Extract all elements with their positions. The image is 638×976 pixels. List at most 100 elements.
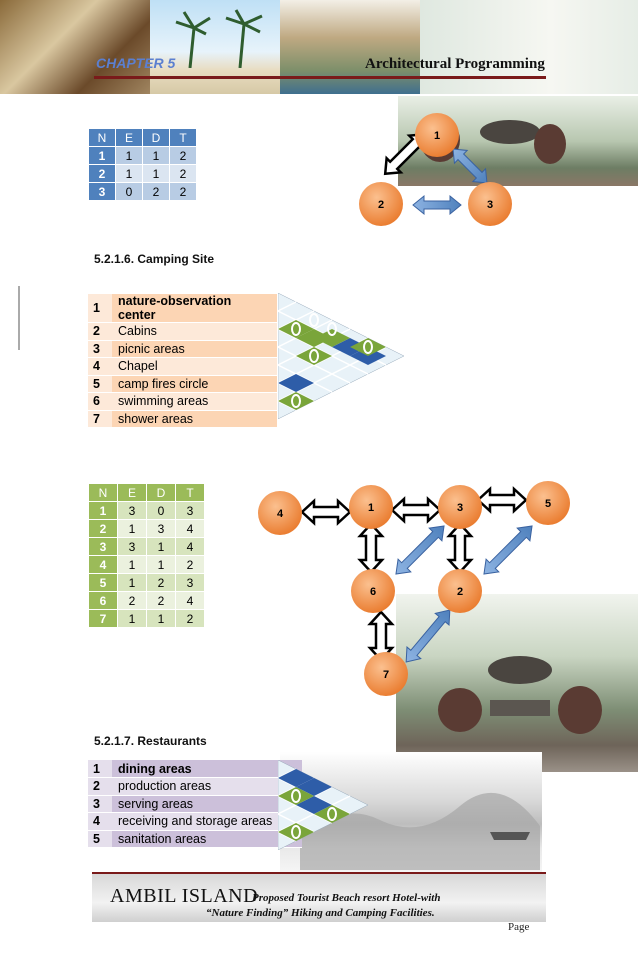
- table-cell: 1: [146, 537, 176, 556]
- table-cell: 2: [175, 609, 205, 628]
- header-cell: T: [175, 483, 205, 502]
- svg-text:2: 2: [457, 586, 463, 598]
- table-header-row: N E D T: [88, 483, 205, 502]
- section-heading-restaurants: 5.2.1.7. Restaurants: [94, 734, 207, 748]
- node-1: 1: [349, 485, 393, 529]
- svg-text:5: 5: [545, 498, 551, 510]
- table-cell: 6: [88, 591, 118, 610]
- table-cell: 2: [175, 555, 205, 574]
- chapter-label: CHAPTER 5: [96, 55, 176, 71]
- palm-trees-icon: [175, 9, 263, 68]
- svg-text:7: 7: [383, 669, 389, 681]
- table-cell: 4: [175, 537, 205, 556]
- item-number: 2: [88, 322, 112, 341]
- svg-text:3: 3: [457, 502, 463, 514]
- item-label: receiving and storage areas: [112, 812, 302, 831]
- svg-text:1: 1: [434, 130, 440, 142]
- relationship-matrix-restaurants: [278, 760, 369, 850]
- header-cell: N: [88, 483, 118, 502]
- mountain-silhouette: [300, 792, 540, 870]
- item-number: 6: [88, 392, 112, 411]
- footer-brand: AMBIL ISLAND: [110, 885, 259, 907]
- node-1: 1: [415, 113, 459, 157]
- relationship-diagram-1: 1 2 3: [359, 113, 512, 226]
- arrow-2-3: [412, 194, 462, 216]
- item-number: 3: [88, 340, 112, 358]
- table-cell: 1: [117, 573, 147, 592]
- svg-text:6: 6: [370, 586, 376, 598]
- arrow-3-5: [476, 486, 528, 514]
- header-cell: N: [88, 128, 116, 147]
- table-cell: 3: [88, 182, 116, 201]
- item-number: 5: [88, 375, 112, 393]
- resort-photo: [280, 0, 420, 94]
- section-heading-camping: 5.2.1.6. Camping Site: [94, 252, 215, 266]
- table-row: 3 0 2 2: [88, 182, 197, 201]
- header-rule: [94, 76, 546, 79]
- table-cell: 3: [88, 537, 118, 556]
- node-3: 3: [438, 485, 482, 529]
- arrow-1-6: [357, 522, 385, 574]
- table-cell: 2: [117, 591, 147, 610]
- item-label: serving areas: [112, 795, 302, 813]
- table-cell: 1: [146, 555, 176, 574]
- table-cell: 1: [117, 519, 147, 538]
- table-cell: 0: [146, 501, 176, 520]
- item-label: production areas: [112, 777, 302, 796]
- svg-text:3: 3: [487, 199, 493, 211]
- header-cell: E: [117, 483, 147, 502]
- item-number: 1: [88, 760, 112, 778]
- table-cell: 7: [88, 609, 118, 628]
- node-7: 7: [364, 652, 408, 696]
- arrow-1-3: [390, 496, 442, 524]
- svg-text:4: 4: [277, 508, 284, 520]
- table-cell: 4: [175, 519, 205, 538]
- relationship-diagram-2: 4 1 3 5 6 2 7: [258, 481, 570, 696]
- document-title: Architectural Programming: [365, 56, 545, 72]
- svg-text:2: 2: [378, 199, 384, 211]
- sushi-photo: [0, 0, 150, 94]
- header-cell: D: [142, 128, 170, 147]
- table-cell: 1: [117, 609, 147, 628]
- table-cell: 1: [88, 501, 118, 520]
- relationship-matrix-camping: [278, 293, 405, 419]
- table-cell: 0: [115, 182, 143, 201]
- ned-table-1: N E D T 1 1 1 2 2 1 1 2 3 0 2 2: [88, 128, 197, 201]
- item-number: 1: [88, 294, 112, 323]
- item-number: 4: [88, 812, 112, 831]
- table-header-row: N E D T: [88, 128, 197, 147]
- item-number: 4: [88, 357, 112, 376]
- table-row: 1 1 1 2: [88, 146, 197, 165]
- item-label: camp fires circle: [112, 375, 277, 393]
- table-cell: 1: [115, 146, 143, 165]
- item-label: shower areas: [112, 410, 277, 428]
- footer-subtitle-line2: “Nature Finding” Hiking and Camping Faci…: [206, 907, 435, 919]
- pots-illustration-2: [438, 656, 602, 734]
- header-cell: D: [146, 483, 176, 502]
- node-2: 2: [359, 182, 403, 226]
- table-cell: 5: [88, 573, 118, 592]
- item-label: dining areas: [112, 760, 302, 778]
- item-label: swimming areas: [112, 392, 277, 411]
- item-label: Chapel: [112, 357, 277, 376]
- table-cell: 1: [117, 555, 147, 574]
- item-label: nature-observation center: [112, 294, 277, 323]
- item-number: 5: [88, 830, 112, 848]
- table-cell: 1: [115, 164, 143, 183]
- table-cell: 1: [146, 609, 176, 628]
